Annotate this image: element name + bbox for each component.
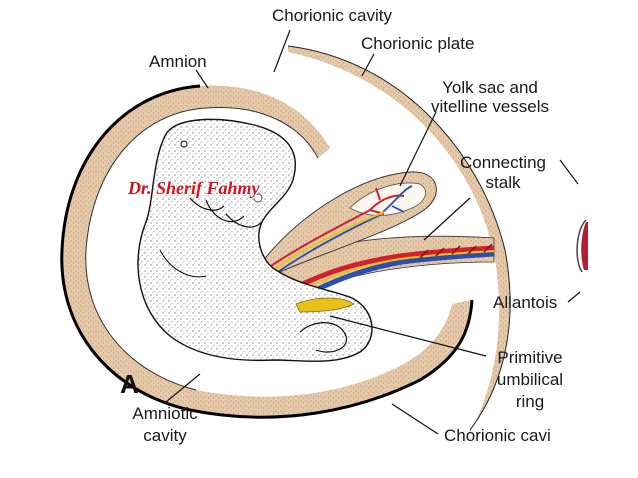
edge-structure [576, 219, 587, 273]
leader-chorionic-cavity-top [273, 29, 291, 73]
leader-connecting-stalk [423, 197, 471, 241]
label-allantois: Allantois [493, 293, 558, 312]
label-connecting-line1: Connecting [459, 153, 546, 172]
umbilical-vessel-yellow [291, 250, 495, 296]
yolk-duct [269, 211, 385, 273]
label-amniotic-line1: Amniotic [132, 404, 198, 423]
chorionic-plate-tissue [288, 46, 511, 446]
label-amniotic-line2: cavity [143, 426, 187, 445]
label-primitive-line3: ring [515, 392, 545, 411]
leader-chorionic-plate [361, 53, 375, 77]
label-amnion: Amnion [149, 52, 207, 71]
label-primitive-line2: umbilical [496, 370, 564, 389]
leader-primitive [329, 315, 487, 357]
leader-amnion [195, 69, 209, 89]
leader-allantois [567, 291, 581, 303]
label-chorionic-plate: Chorionic plate [361, 34, 475, 53]
embryo-otic-pit [180, 140, 188, 148]
amnion-inner-line [85, 106, 319, 391]
leader-chorionic-cavity-bottom [391, 403, 439, 435]
label-yolk-sac-line1: Yolk sac and [442, 78, 538, 97]
label-connecting-line2: stalk [485, 173, 521, 192]
chorionic-plate-outline [287, 45, 511, 431]
embryo-fold-lower [299, 322, 348, 353]
label-primitive-line1: Primitive [497, 348, 563, 367]
umbilical-vessel-red [288, 245, 495, 293]
vitelline-artery [267, 187, 405, 269]
leader-connecting-right [559, 159, 579, 185]
embryo-tail [159, 249, 207, 278]
leader-yolk-sac [399, 111, 437, 187]
umbilical-vessel-blue [294, 251, 495, 303]
edge-structure-fill [581, 222, 588, 270]
watermark: Dr. Sherif Fahmy [128, 178, 260, 198]
umbilical-twist [419, 243, 493, 259]
allantois-tissue [295, 297, 355, 313]
label-yolk-sac-line2: vitelline vessels [430, 97, 550, 116]
embryo-eye [253, 193, 263, 203]
panel-letter: A [120, 369, 139, 399]
label-chorionic-cavity-top: Chorionic cavity [272, 6, 392, 25]
leader-amniotic [165, 373, 201, 403]
embryo-limb-upper [189, 197, 263, 228]
label-chorionic-cavity-bottom: Chorionic cavi [444, 426, 551, 445]
amnion-line [60, 84, 474, 419]
